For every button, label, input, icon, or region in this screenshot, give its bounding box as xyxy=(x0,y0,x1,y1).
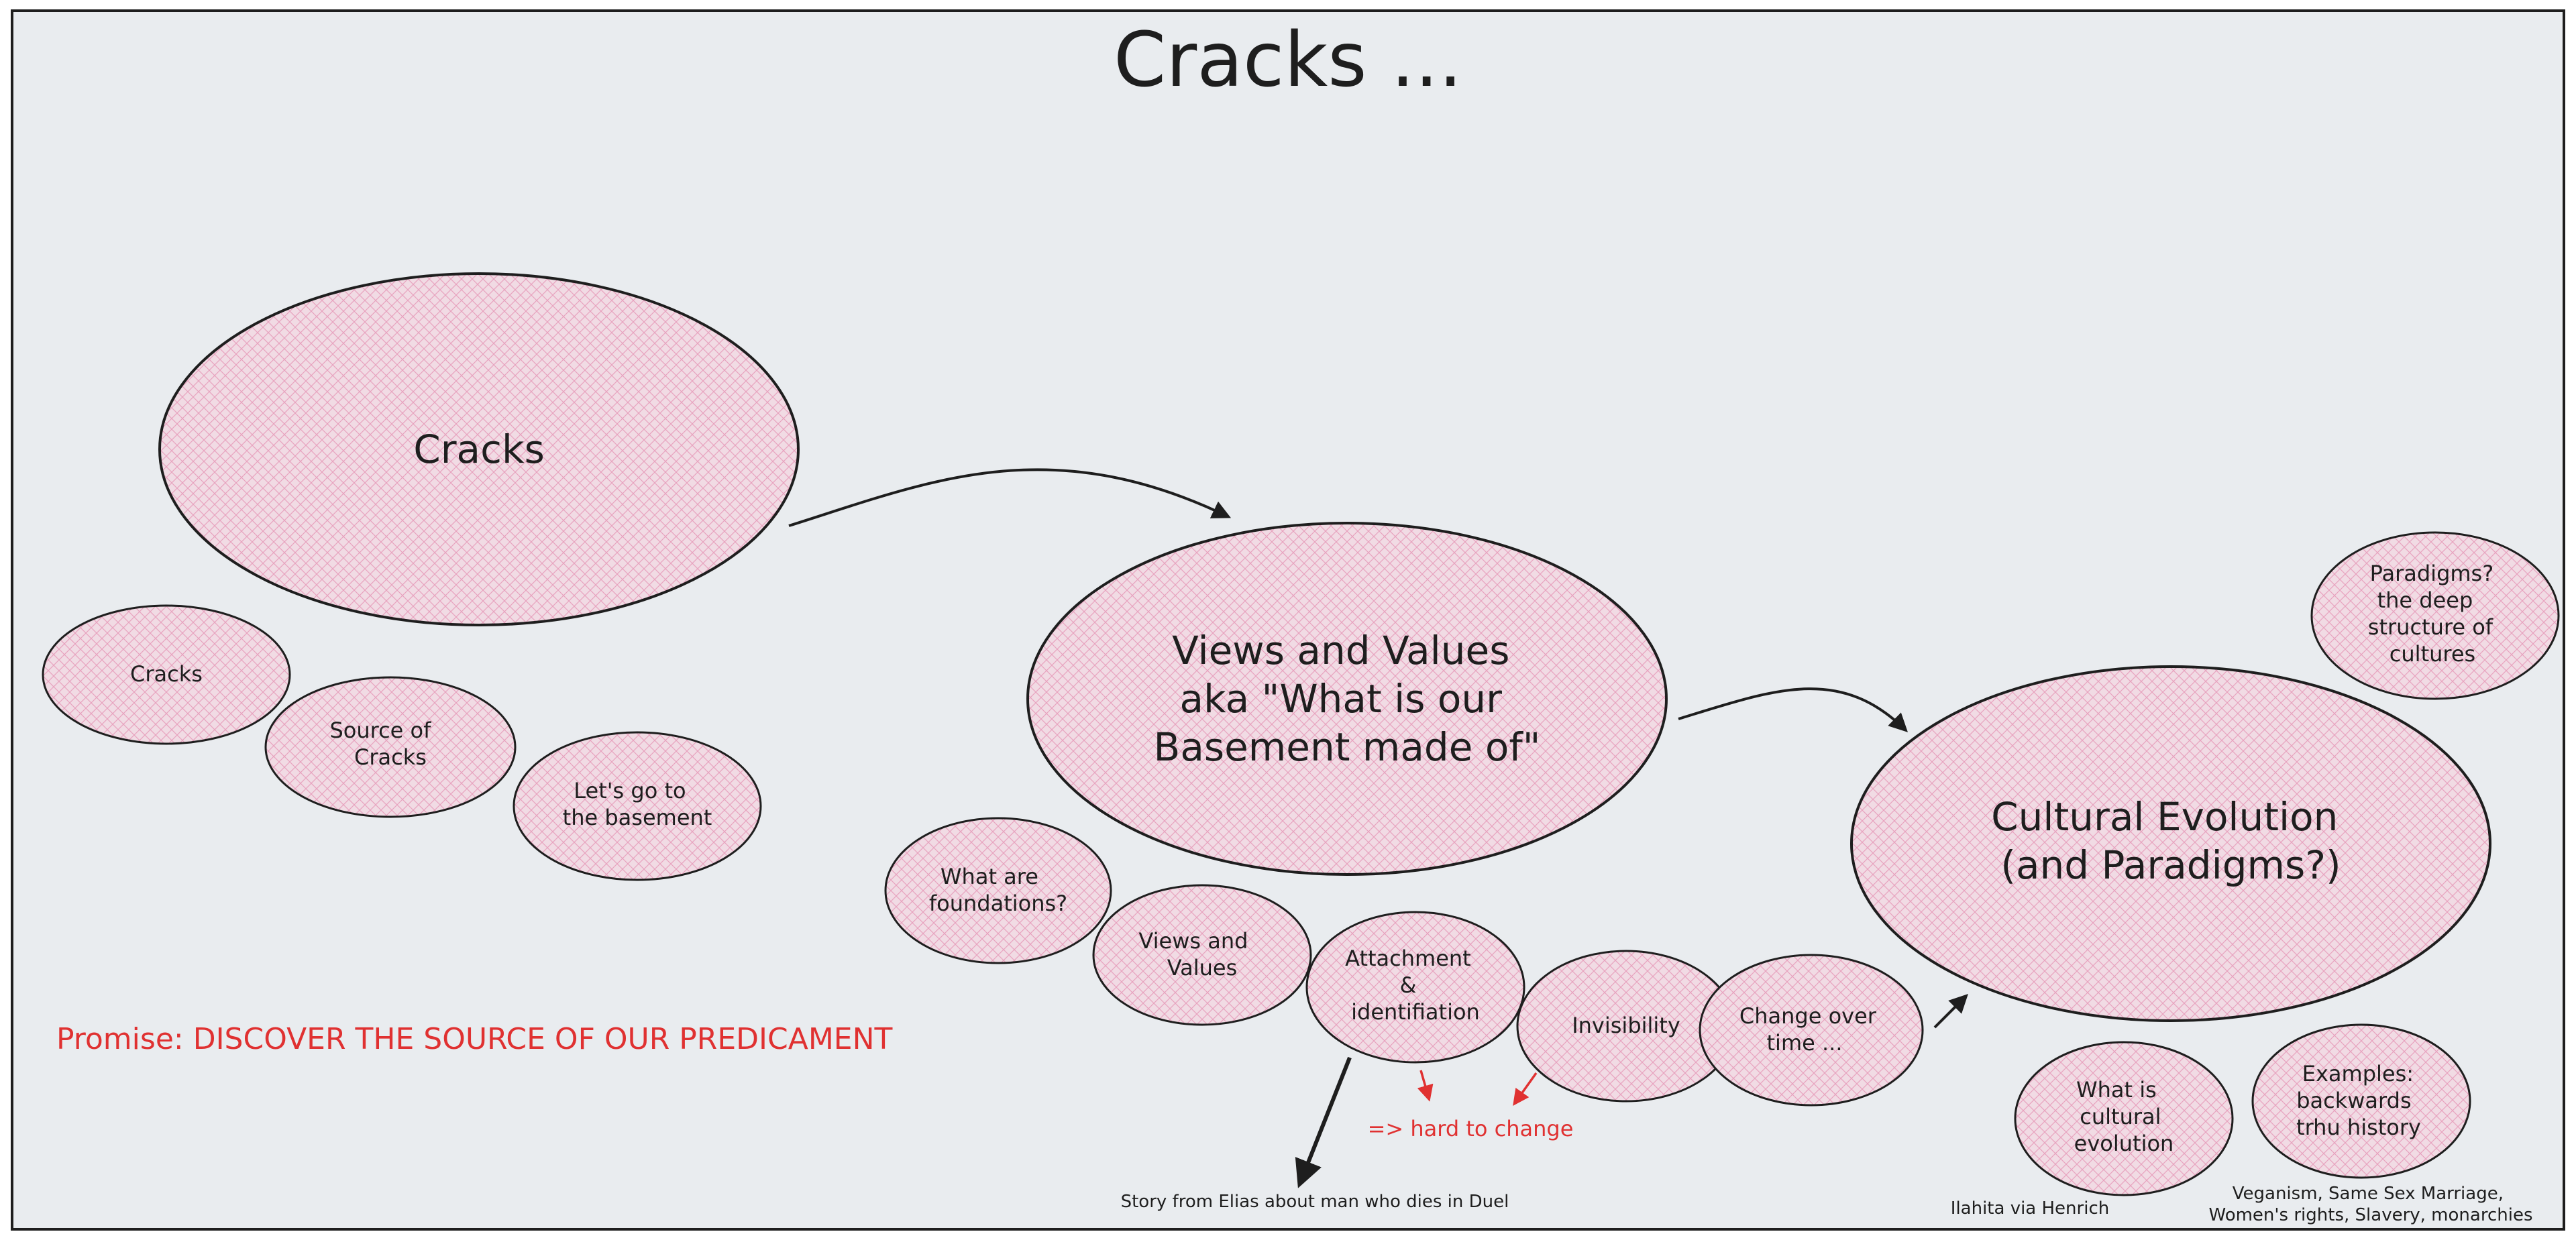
node-views-and-values-small[interactable]: Views and Values xyxy=(1092,884,1312,1026)
examples-list-text: Veganism, Same Sex Marriage, Women's rig… xyxy=(2209,1184,2533,1225)
arrow-attachment-to-story xyxy=(1295,1056,1352,1188)
svg-text:What is cultural e: What is cultural evolution xyxy=(2074,1077,2174,1156)
red-arrow-left xyxy=(1417,1070,1434,1102)
svg-text:Cracks: Cracks xyxy=(130,661,203,687)
svg-text:Views and Values aka "Wh: Views and Values aka "What is our Baseme… xyxy=(1154,628,1541,770)
node-examples[interactable]: Examples: backwards trhu history xyxy=(2251,1023,2471,1179)
svg-text:Cracks: Cracks xyxy=(413,427,545,472)
arrow-cracks-to-views xyxy=(788,468,1232,527)
node-paradigms[interactable]: Paradigms? the deep structure of culture… xyxy=(2310,531,2560,700)
node-attachment[interactable]: Attachment & identifiation xyxy=(1305,911,1525,1064)
page-title: Cracks ... xyxy=(1114,17,1462,104)
svg-text:Views and Values: Views and Values xyxy=(1138,928,1254,980)
ilahita-text: Ilahita via Henrich xyxy=(1951,1198,2109,1219)
svg-text:Source of Cracks: Source of Cracks xyxy=(329,718,437,770)
red-arrow-right xyxy=(1513,1072,1538,1106)
node-what-are-foundations[interactable]: What are foundations? xyxy=(884,817,1112,964)
hard-to-change-text: => hard to change xyxy=(1368,1116,1574,1141)
svg-text:Invisibility: Invisibility xyxy=(1572,1013,1680,1038)
node-source-of-cracks[interactable]: Source of Cracks xyxy=(264,676,517,818)
node-views-values-main[interactable]: Views and Values aka "What is our Baseme… xyxy=(1026,522,1668,876)
arrow-change-to-cultural xyxy=(1933,994,1968,1029)
svg-text:Paradigms? the deep: Paradigms? the deep structure of culture… xyxy=(2368,561,2501,667)
node-change-over-time[interactable]: Change over time ... xyxy=(1699,954,1924,1107)
node-cracks-main[interactable]: Cracks xyxy=(158,272,800,626)
arrow-views-to-cultural xyxy=(1678,687,1909,732)
node-what-is-cultural-evolution[interactable]: What is cultural evolution xyxy=(2014,1041,2234,1196)
svg-text:What are foundations?: What are foundations? xyxy=(929,864,1067,916)
svg-text:Let's go to the basement: Let's go to the basement xyxy=(563,778,712,830)
node-cracks-small[interactable]: Cracks xyxy=(42,604,291,745)
svg-text:Change over time ...: Change over time ... xyxy=(1739,1003,1883,1056)
svg-text:Examples: backwards: Examples: backwards trhu history xyxy=(2296,1061,2421,1140)
svg-text:Attachment & ident: Attachment & identifiation xyxy=(1345,946,1480,1025)
node-cultural-evolution-main[interactable]: Cultural Evolution (and Paradigms?) xyxy=(1850,665,2491,1022)
story-elias-text: Story from Elias about man who dies in D… xyxy=(1121,1192,1509,1212)
svg-text:Cultural Evolution (and: Cultural Evolution (and Paradigms?) xyxy=(1991,794,2351,888)
promise-text: Promise: DISCOVER THE SOURCE OF OUR PRED… xyxy=(56,1022,893,1056)
node-lets-go-basement[interactable]: Let's go to the basement xyxy=(513,731,762,881)
